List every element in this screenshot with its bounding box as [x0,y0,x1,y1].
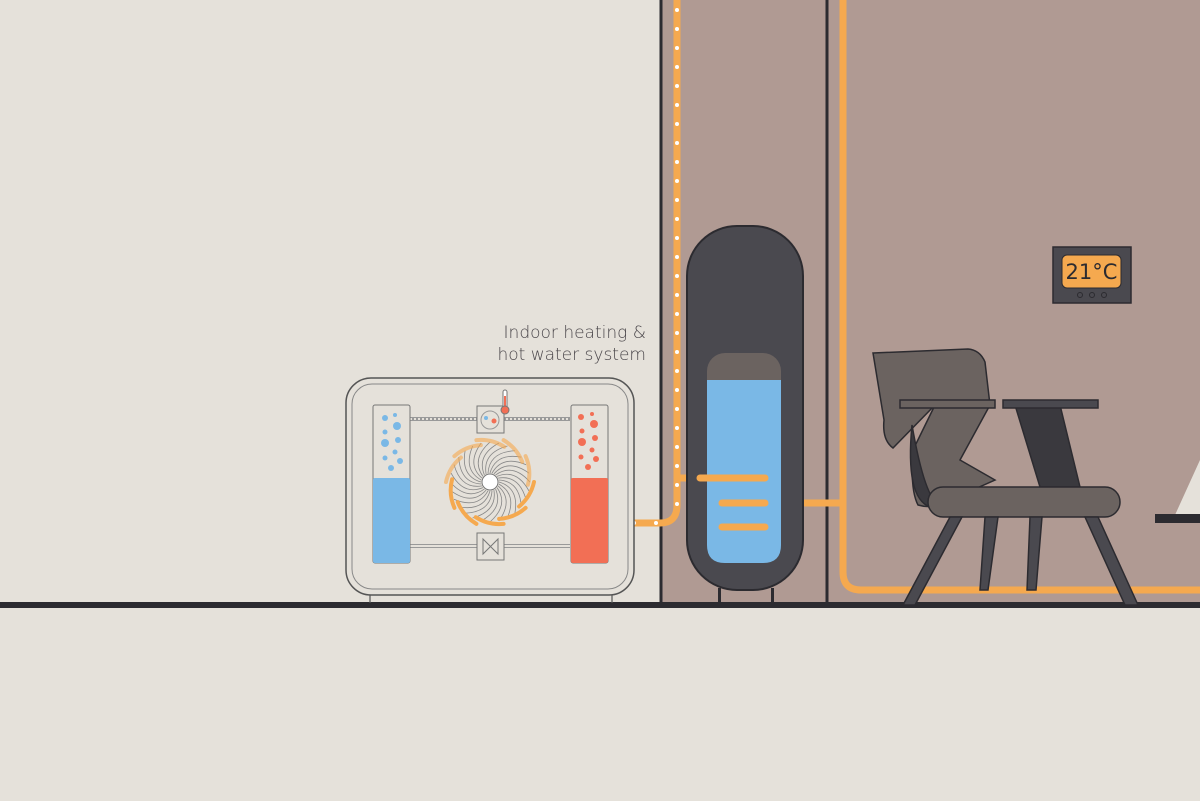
fan-blade [489,487,503,523]
heat-swirl [455,500,479,526]
flow-dot [675,502,679,506]
hot-water-tank-icon [686,225,804,605]
heat-swirl [523,454,532,487]
flow-dot [675,464,679,468]
label-line-2: hot water system [497,345,646,365]
flow-dot [675,103,679,107]
flow-dot [675,65,679,69]
flow-dot [675,141,679,145]
heat-swirl [517,480,536,509]
flow-dot [675,236,679,240]
heat-swirl [444,455,463,484]
fan-blade [489,455,522,474]
flow-dot [675,255,679,259]
fan-blade [487,450,516,474]
heat-swirl [501,438,525,464]
expansion-valve-icon [476,532,505,561]
fan-blade [496,473,530,492]
flow-dot [654,521,658,525]
fan-blade [450,472,484,491]
flow-dot [675,407,679,411]
flow-dot [675,426,679,430]
label-line-1: Indoor heating & [503,323,646,343]
heat-swirl [473,515,506,527]
flow-dot [675,122,679,126]
fan-icon [444,437,536,527]
flow-dot [675,27,679,31]
flow-dot [675,293,679,297]
heat-swirl [474,437,507,449]
flow-dot [675,312,679,316]
chair-icon [872,348,1140,606]
thermometer-icon [500,389,510,415]
fan-blade [464,490,493,514]
fan-blade [463,450,482,483]
fan-hub [481,473,499,491]
flow-dot [675,217,679,221]
flow-dot [675,8,679,12]
heat-swirl [448,477,457,510]
thermostat-icon [1052,246,1132,304]
fan-blade [480,488,499,522]
flow-dot [675,350,679,354]
thermostat-display: 21°C [1065,260,1118,284]
flow-dot [675,445,679,449]
fan-blade [498,483,512,519]
heat-swirl [452,443,483,459]
heat-swirl [497,505,528,521]
fan-blade [450,489,487,499]
side-table-icon [1155,460,1200,523]
flow-dot [675,84,679,88]
fan-blade [493,465,530,475]
flow-dot [675,160,679,164]
fan-blade [453,464,482,487]
flow-dot [675,483,679,487]
flow-dot [675,388,679,392]
fan-blade [458,490,491,509]
flow-dot [675,331,679,335]
fan-blade [468,445,482,481]
flow-dot [675,179,679,183]
fan-blade [498,477,527,500]
flow-dot [675,274,679,278]
system-label: Indoor heating & hot water system [497,322,646,366]
flow-dot [675,46,679,50]
fan-blade [477,441,491,477]
flow-dot [675,369,679,373]
heat-pump-unit-icon [345,377,635,603]
fan-blade [498,481,517,514]
fan-blade [481,442,500,476]
flow-dot [675,198,679,202]
floor-line [0,602,1200,608]
